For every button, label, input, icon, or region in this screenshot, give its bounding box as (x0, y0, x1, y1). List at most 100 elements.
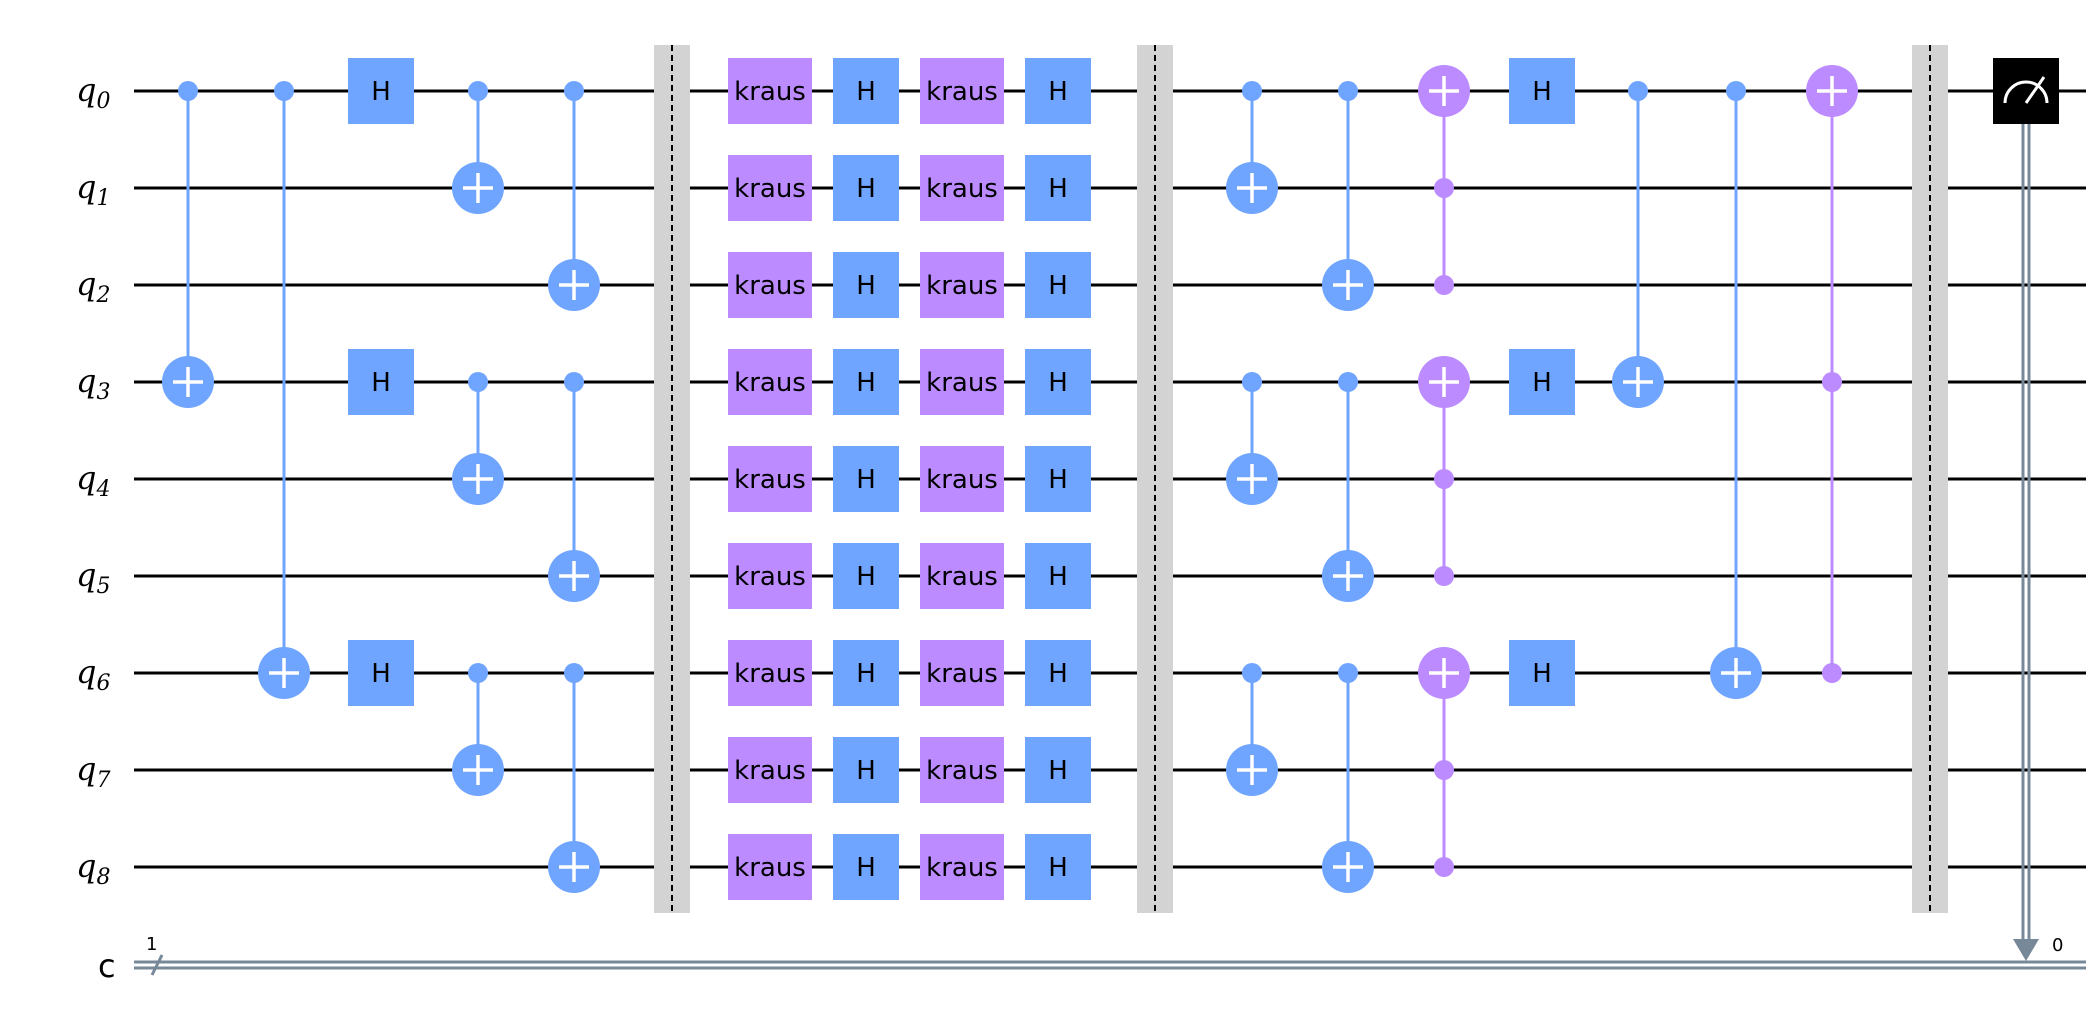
gate-22-control-0 (1434, 469, 1454, 489)
gate-2-h-q6-label: H (371, 659, 391, 689)
gate-10-kraus-q1 (728, 155, 812, 221)
gate-13-h-q0 (1025, 58, 1091, 124)
gate-12-kraus-q3-label: kraus (926, 368, 998, 398)
gate-2-h-q3 (348, 349, 414, 415)
gate-12-kraus-q5 (920, 543, 1004, 609)
gate-10-kraus-q8-label: kraus (734, 853, 806, 883)
gate-10-kraus-q2-label: kraus (734, 271, 806, 301)
qubit-label-0: q0 (76, 71, 110, 114)
gate-12-kraus-q0 (920, 58, 1004, 124)
gate-10-kraus-q0-label: kraus (734, 77, 806, 107)
gate-11-h-q1-label: H (856, 174, 876, 204)
gate-12-kraus-q8-label: kraus (926, 853, 998, 883)
gate-12-kraus-q0-label: kraus (926, 77, 998, 107)
gate-12-kraus-q6 (920, 640, 1004, 706)
gate-10-kraus-q7-label: kraus (734, 756, 806, 786)
gate-12-kraus-q7 (920, 737, 1004, 803)
gate-4-control (468, 372, 488, 392)
gate-17-control (1242, 663, 1262, 683)
gate-3-control (468, 81, 488, 101)
gate-16-control (1242, 372, 1262, 392)
gate-29-arrow (2013, 939, 2039, 961)
gate-29-meter-arc (2003, 80, 2049, 104)
gate-5-control (468, 663, 488, 683)
gate-29-meter-needle (2024, 76, 2046, 104)
wires-layer (134, 89, 2086, 976)
gate-20-control (1338, 663, 1358, 683)
gate-13-h-q2-label: H (1048, 271, 1068, 301)
gate-11-h-q5-label: H (856, 562, 876, 592)
gate-13-h-q5-label: H (1048, 562, 1068, 592)
gate-11-h-q4-label: H (856, 465, 876, 495)
gate-2-h-q3-label: H (371, 368, 391, 398)
gate-13-h-q3-label: H (1048, 368, 1068, 398)
gate-12-kraus-q6-label: kraus (926, 659, 998, 689)
gate-11-h-q0 (833, 58, 899, 124)
gate-23-control-0 (1434, 760, 1454, 780)
gate-11-h-q2-label: H (856, 271, 876, 301)
classical-bit-count: 1 (146, 934, 157, 955)
gate-18-control (1338, 81, 1358, 101)
gate-13-h-q4 (1025, 446, 1091, 512)
gate-12-kraus-q4-label: kraus (926, 465, 998, 495)
gate-15-control (1242, 81, 1262, 101)
gate-2-h-q6 (348, 640, 414, 706)
gate-19-control (1338, 372, 1358, 392)
gate-12-kraus-q2 (920, 252, 1004, 318)
gate-7-control (564, 372, 584, 392)
gate-13-h-q1-label: H (1048, 174, 1068, 204)
gate-2-h-q0 (348, 58, 414, 124)
gate-8-control (564, 663, 584, 683)
barriers-layer (654, 45, 1948, 913)
gate-11-h-q8-label: H (856, 853, 876, 883)
classical-label: c (98, 947, 116, 985)
gate-26-control (1726, 81, 1746, 101)
gate-10-kraus-q6 (728, 640, 812, 706)
qubit-label-3: q3 (76, 362, 110, 405)
gate-24-h-q3-label: H (1532, 368, 1552, 398)
gate-10-kraus-q4-label: kraus (734, 465, 806, 495)
gate-11-h-q5 (833, 543, 899, 609)
gate-10-kraus-q2 (728, 252, 812, 318)
gate-12-kraus-q8 (920, 834, 1004, 900)
gate-11-h-q3 (833, 349, 899, 415)
gate-10-kraus-q1-label: kraus (734, 174, 806, 204)
gate-11-h-q4 (833, 446, 899, 512)
gate-29-meter (1993, 58, 2059, 124)
gate-10-kraus-q4 (728, 446, 812, 512)
gate-13-h-q3 (1025, 349, 1091, 415)
qubit-label-1: q1 (76, 168, 110, 211)
gate-10-kraus-q3 (728, 349, 812, 415)
gate-13-h-q0-label: H (1048, 77, 1068, 107)
gate-10-kraus-q8 (728, 834, 812, 900)
gate-0-control (178, 81, 198, 101)
gate-10-kraus-q5 (728, 543, 812, 609)
gate-11-h-q3-label: H (856, 368, 876, 398)
gate-11-h-q7-label: H (856, 756, 876, 786)
qubit-label-7: q7 (76, 750, 110, 793)
gate-13-h-q6-label: H (1048, 659, 1068, 689)
gate-13-h-q8 (1025, 834, 1091, 900)
gate-12-kraus-q3 (920, 349, 1004, 415)
gate-13-h-q4-label: H (1048, 465, 1068, 495)
gate-13-h-q7-label: H (1048, 756, 1068, 786)
gate-12-kraus-q7-label: kraus (926, 756, 998, 786)
gate-11-h-q0-label: H (856, 77, 876, 107)
gate-24-h-q0-label: H (1532, 77, 1552, 107)
gate-13-h-q8-label: H (1048, 853, 1068, 883)
gate-10-kraus-q7 (728, 737, 812, 803)
qubit-label-8: q8 (76, 847, 110, 890)
gate-27-control-0 (1822, 372, 1842, 392)
qubit-label-2: q2 (76, 265, 110, 308)
gate-13-h-q1 (1025, 155, 1091, 221)
qubit-label-4: q4 (76, 459, 110, 502)
gate-12-kraus-q2-label: kraus (926, 271, 998, 301)
gate-24-h-q6-label: H (1532, 659, 1552, 689)
gate-21-control-0 (1434, 178, 1454, 198)
gate-27-control-1 (1822, 663, 1842, 683)
measure-bit-index: 0 (2052, 935, 2063, 956)
gate-11-h-q6-label: H (856, 659, 876, 689)
gate-12-kraus-q5-label: kraus (926, 562, 998, 592)
